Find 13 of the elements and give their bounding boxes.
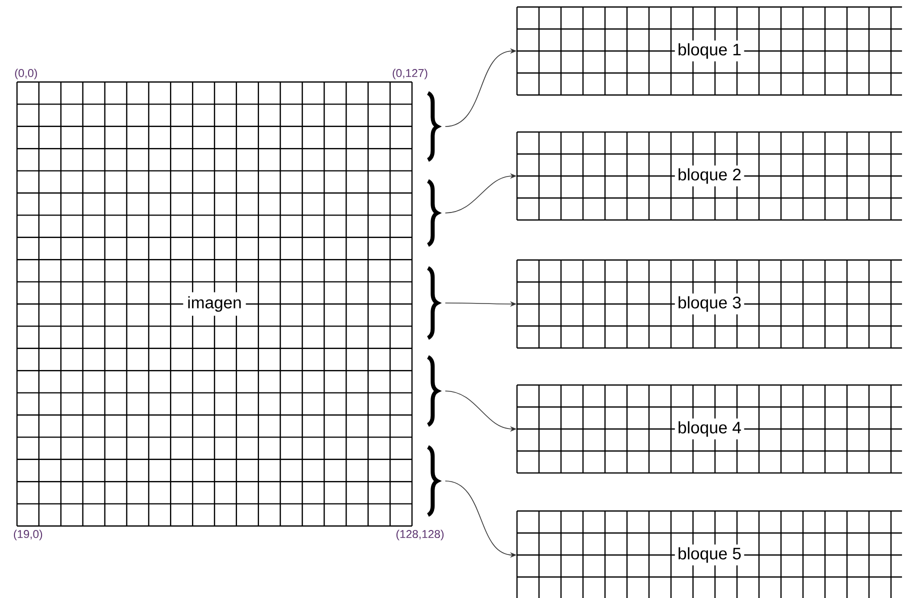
block-grid: bloque 3 xyxy=(516,259,903,349)
coordinate-label: (0,127) xyxy=(392,68,428,80)
curly-brace xyxy=(426,445,440,517)
coordinate-label: (128,128) xyxy=(396,530,444,540)
curly-brace xyxy=(426,355,440,427)
curly-brace xyxy=(426,179,440,247)
curly-brace xyxy=(426,266,440,340)
curly-brace xyxy=(426,91,440,162)
block-grid: bloque 2 xyxy=(516,131,903,221)
block-grid: bloque 5 xyxy=(516,510,903,598)
block-grid: bloque 4 xyxy=(516,384,903,474)
image-grid: imagen xyxy=(16,81,413,527)
block-grid: bloque 1 xyxy=(516,6,903,96)
